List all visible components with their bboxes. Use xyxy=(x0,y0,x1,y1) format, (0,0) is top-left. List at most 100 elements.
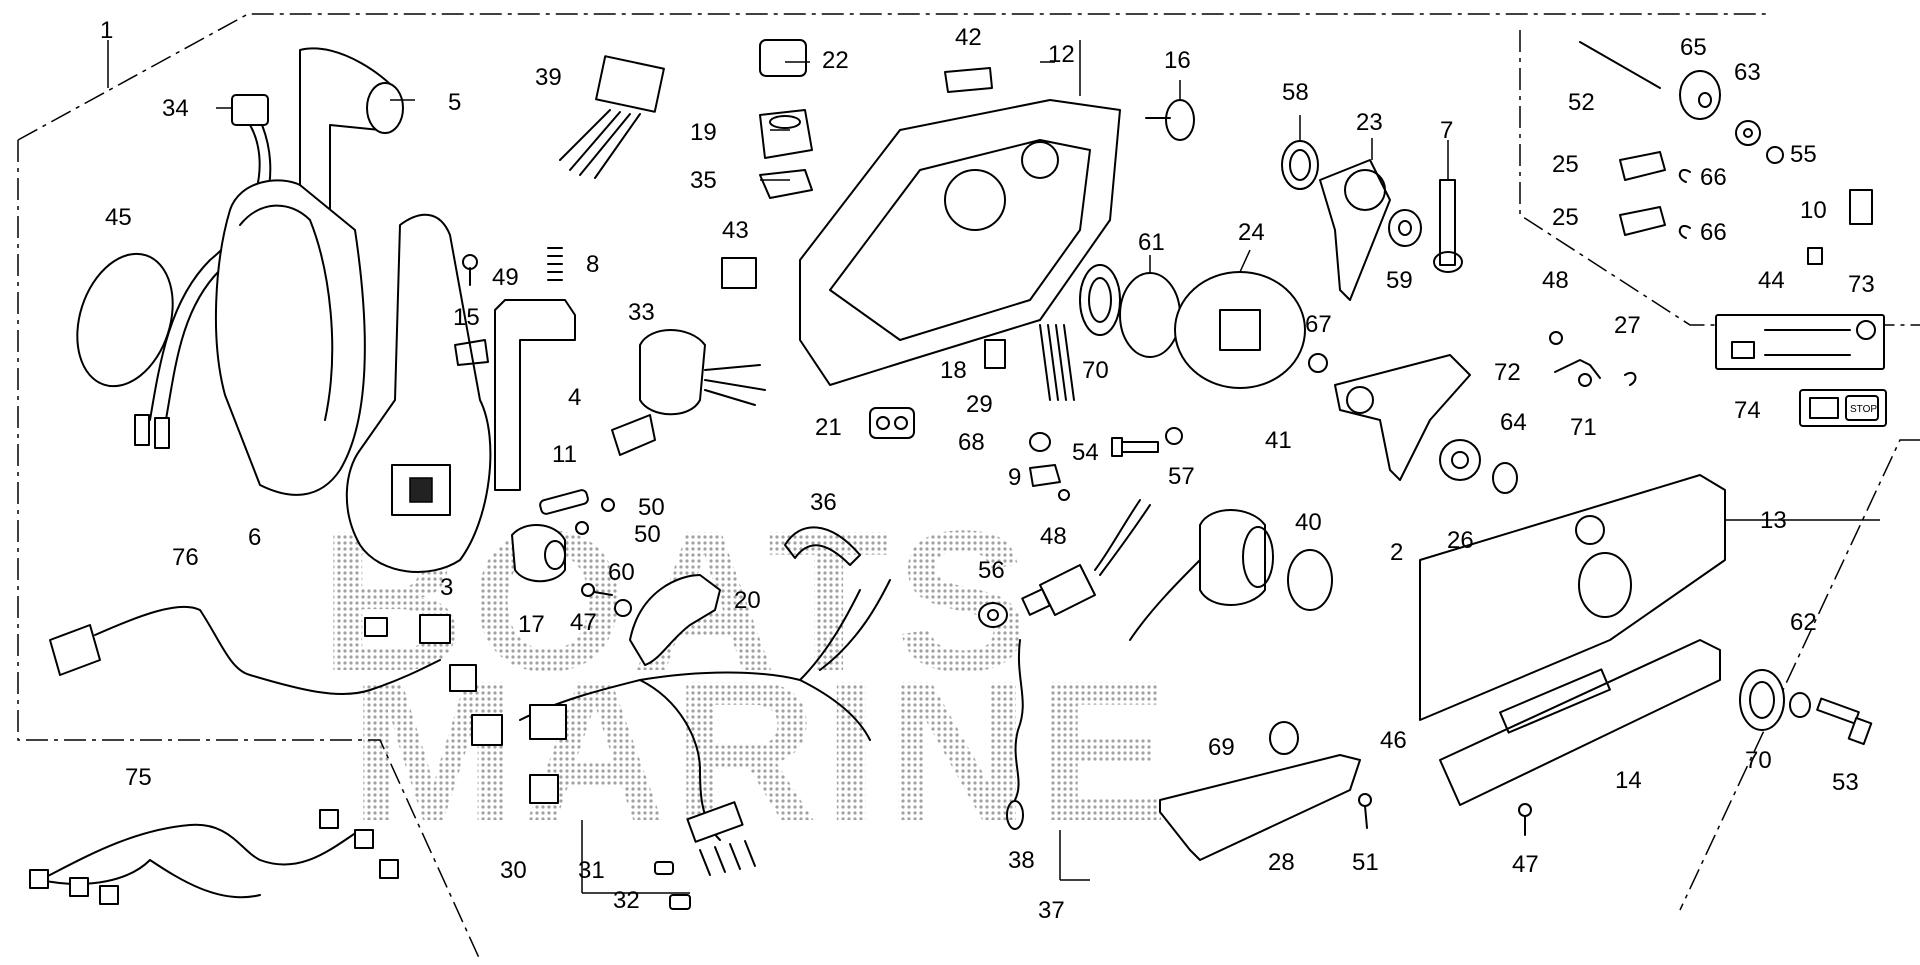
callout-62: 62 xyxy=(1790,609,1817,636)
watermark: BOATS MARINE xyxy=(320,490,1175,863)
part-66-clips xyxy=(1678,169,1691,239)
callout-67: 67 xyxy=(1305,311,1332,338)
callout-65: 65 xyxy=(1680,34,1707,61)
part-20-bracket xyxy=(629,574,721,666)
callout-3: 3 xyxy=(440,574,453,601)
part-35-gasket xyxy=(759,169,813,199)
part-75-harness xyxy=(29,809,399,905)
part-23-plate xyxy=(1319,159,1391,301)
callout-27: 27 xyxy=(1614,312,1641,339)
callout-13: 13 xyxy=(1760,507,1787,534)
callout-45: 45 xyxy=(105,204,132,231)
part-29-strips xyxy=(1039,324,1075,401)
part-47-screw-a xyxy=(581,583,613,597)
part-32-cap xyxy=(669,894,691,910)
part-2-shift-arm xyxy=(1334,354,1471,481)
part-9-block xyxy=(1029,464,1061,487)
part-3-control-lever xyxy=(345,213,492,573)
part-51-screw xyxy=(1358,793,1372,829)
callout-5: 5 xyxy=(448,89,461,116)
part-39-switch xyxy=(559,55,665,179)
part-42-label xyxy=(944,67,993,93)
callout-50a: 50 xyxy=(638,494,665,521)
callout-1: 1 xyxy=(100,17,113,44)
part-64-ring xyxy=(1492,462,1518,494)
watermark-line-2: MARINE xyxy=(350,640,1175,863)
callout-44: 44 xyxy=(1758,267,1785,294)
part-36-band xyxy=(784,526,861,566)
part-13-side-plate xyxy=(1419,474,1726,721)
callout-76: 76 xyxy=(172,544,199,571)
callout-75: 75 xyxy=(125,764,152,791)
part-6-cover xyxy=(214,179,366,496)
part-63-washer xyxy=(1735,120,1761,146)
leader-lines xyxy=(216,40,1880,894)
callout-labels: 1 2 3 4 5 6 7 8 9 10 11 12 13 14 15 16 1… xyxy=(100,17,1875,924)
part-14-cover-plate xyxy=(1439,639,1721,806)
callout-48b: 48 xyxy=(1542,267,1569,294)
part-37-stop-switch xyxy=(1021,499,1151,616)
part-55-nut xyxy=(1766,146,1784,164)
part-19-grommet xyxy=(759,109,813,159)
callout-70b: 70 xyxy=(1745,747,1772,774)
callout-6: 6 xyxy=(248,524,261,551)
part-61-ring xyxy=(1119,272,1181,358)
part-8-spring xyxy=(547,247,563,281)
callout-73: 73 xyxy=(1848,271,1875,298)
callout-17: 17 xyxy=(518,611,545,638)
part-25-joints xyxy=(1619,151,1666,236)
callout-40: 40 xyxy=(1295,509,1322,536)
part-31-connector xyxy=(654,861,674,875)
part-27-spring xyxy=(1624,371,1637,386)
part-28-lever xyxy=(1159,754,1361,861)
callout-14: 14 xyxy=(1615,767,1642,794)
part-10-cap xyxy=(1807,247,1823,265)
part-70-seal-b xyxy=(1739,669,1785,731)
callout-69: 69 xyxy=(1208,734,1235,761)
callout-55: 55 xyxy=(1790,141,1817,168)
part-21-grommet xyxy=(869,407,915,439)
part-67-nut xyxy=(1308,353,1328,373)
callout-48a: 48 xyxy=(1040,523,1067,550)
part-43-label xyxy=(721,257,757,289)
stop-label-text: STOP xyxy=(1850,404,1877,415)
part-56-nut xyxy=(978,602,1008,628)
part-71-washer xyxy=(1578,373,1592,387)
part-76-harness xyxy=(49,605,477,695)
callout-26: 26 xyxy=(1447,527,1474,554)
callout-63: 63 xyxy=(1734,59,1761,86)
part-60-nut xyxy=(614,599,632,617)
callout-66a: 66 xyxy=(1700,164,1727,191)
part-38-lanyard xyxy=(1006,639,1024,830)
callout-51: 51 xyxy=(1352,849,1379,876)
callout-24: 24 xyxy=(1238,219,1265,246)
callout-53: 53 xyxy=(1832,769,1859,796)
callout-31: 31 xyxy=(578,857,605,884)
part-49-screw xyxy=(462,254,478,286)
part-48-bolt-a xyxy=(1058,489,1070,501)
callout-21: 21 xyxy=(815,414,842,441)
callout-25a: 25 xyxy=(1552,151,1579,178)
part-54-bolt xyxy=(1111,437,1159,457)
callout-11: 11 xyxy=(552,441,577,468)
callout-56: 56 xyxy=(978,557,1005,584)
part-68-bushing xyxy=(1029,432,1051,452)
callout-23: 23 xyxy=(1356,109,1383,136)
callout-35: 35 xyxy=(690,167,717,194)
callout-18: 18 xyxy=(940,357,967,384)
callout-46: 46 xyxy=(1380,727,1407,754)
part-16-plug xyxy=(1145,99,1195,141)
part-48-bolt-b xyxy=(1549,331,1563,345)
callout-37: 37 xyxy=(1038,897,1065,924)
part-50-screws xyxy=(575,498,615,535)
callout-72: 72 xyxy=(1494,359,1521,386)
callout-50b: 50 xyxy=(634,521,661,548)
callout-20: 20 xyxy=(734,587,761,614)
part-57-nut xyxy=(1165,427,1183,445)
callout-47a: 47 xyxy=(570,609,597,636)
callout-58: 58 xyxy=(1282,79,1309,106)
part-53-bolt xyxy=(1816,697,1873,746)
part-7-arm xyxy=(1433,179,1463,273)
callout-52: 52 xyxy=(1568,89,1595,116)
part-44-label xyxy=(1715,314,1885,370)
